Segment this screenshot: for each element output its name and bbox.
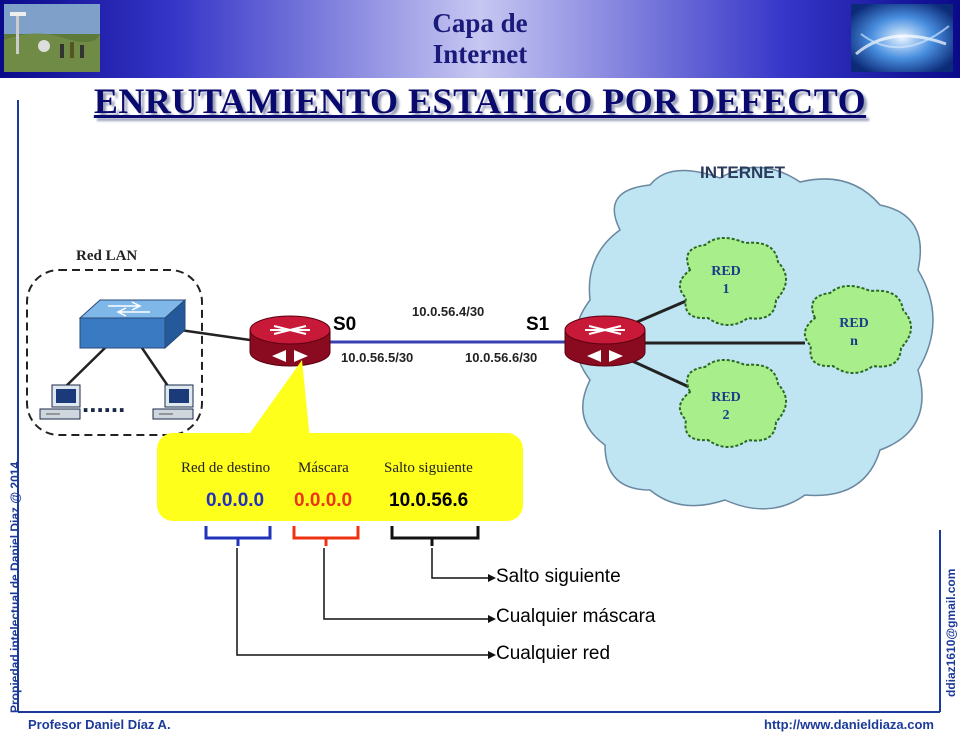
header-mask: Máscara <box>298 460 349 476</box>
copyright-label: Propiedad intelectual de Daniel Diaz @ 2… <box>8 461 22 713</box>
banner-title-line1: Capa de <box>432 8 528 38</box>
pc-left-icon <box>39 384 81 420</box>
brace-mask <box>292 526 360 546</box>
pc-right-icon <box>152 384 194 420</box>
switch-icon <box>78 298 187 350</box>
banner-title: Capa de Internet <box>380 8 580 70</box>
ellipsis-label: ...... <box>82 388 126 418</box>
red1-label-line2: 1 <box>722 282 730 297</box>
value-next-hop: 10.0.56.6 <box>389 490 469 511</box>
redn-label-line2: n <box>850 334 858 349</box>
s1-address-label: 10.0.56.6/30 <box>465 350 538 365</box>
landscape-photo <box>4 4 100 72</box>
header-dest: Red de destino <box>181 460 271 476</box>
abstract-hand-image <box>851 4 953 72</box>
author-label: Profesor Daniel Díaz A. <box>28 717 171 732</box>
email-label: ddiaz1610@gmail.com <box>944 568 958 697</box>
banner-title-line2: Internet <box>432 39 528 69</box>
internet-cloud-icon <box>574 166 934 510</box>
red1-label-line1: RED <box>711 264 741 279</box>
legend-any-mask: Cualquier máscara <box>496 606 656 627</box>
red2-label: RED 2 <box>696 389 756 425</box>
red1-label: RED 1 <box>696 263 756 299</box>
value-mask: 0.0.0.0 <box>294 490 353 511</box>
interface-s1-label: S1 <box>526 314 550 335</box>
red2-cloud-icon <box>679 359 787 448</box>
callout-pointer <box>245 360 310 440</box>
s0-address-label: 10.0.56.5/30 <box>341 350 414 365</box>
interface-s0-label: S0 <box>333 314 357 335</box>
red1-cloud-icon <box>679 237 787 326</box>
brace-dest <box>204 526 272 546</box>
website-link[interactable]: http://www.danieldiaza.com <box>764 717 934 732</box>
brace-next <box>390 526 480 546</box>
redn-label-line1: RED <box>839 316 869 331</box>
page-title: ENRUTAMIENTO ESTATICO POR DEFECTO <box>93 81 867 121</box>
router-right-icon <box>564 315 646 367</box>
route-callout <box>157 433 523 521</box>
lan-boundary <box>26 269 203 436</box>
header-banner <box>0 0 960 78</box>
redn-label: RED n <box>824 315 884 351</box>
legend-any-net: Cualquier red <box>496 643 611 664</box>
redn-cloud-icon <box>804 285 912 374</box>
router-left-icon <box>249 315 331 367</box>
lan-label: Red LAN <box>76 248 138 264</box>
legend-next-hop: Salto siguiente <box>496 566 621 587</box>
internet-label: INTERNET <box>700 163 785 182</box>
header-next-hop: Salto siguiente <box>384 460 473 476</box>
value-dest: 0.0.0.0 <box>206 490 265 511</box>
link-network-label: 10.0.56.4/30 <box>412 304 485 319</box>
red2-label-line1: RED <box>711 390 741 405</box>
red2-label-line2: 2 <box>722 408 730 423</box>
